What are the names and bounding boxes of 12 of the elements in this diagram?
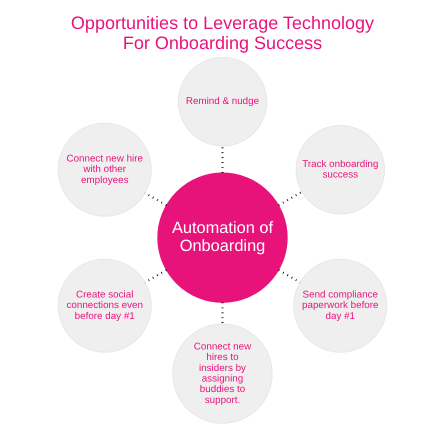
connector <box>278 191 302 206</box>
node-circle: Automation of Onboarding <box>156 172 288 303</box>
connector <box>144 192 166 206</box>
node-circle: Create social connections even before day #1 <box>57 258 152 353</box>
diagram-title: Opportunities to Leverage Technology For Onboarding Success <box>70 13 374 53</box>
node-circle: Connect new hires to insiders by assigning buddies to support. <box>172 324 272 424</box>
connector <box>144 269 166 284</box>
node-circle: Remind & nudge <box>177 56 267 146</box>
node-circle: Track onboarding success <box>295 124 384 214</box>
node-circle: Connect new hire with other employees <box>57 122 152 217</box>
node-circle: Send compliance paperwork before day #1 <box>292 258 387 353</box>
connector <box>278 269 300 284</box>
